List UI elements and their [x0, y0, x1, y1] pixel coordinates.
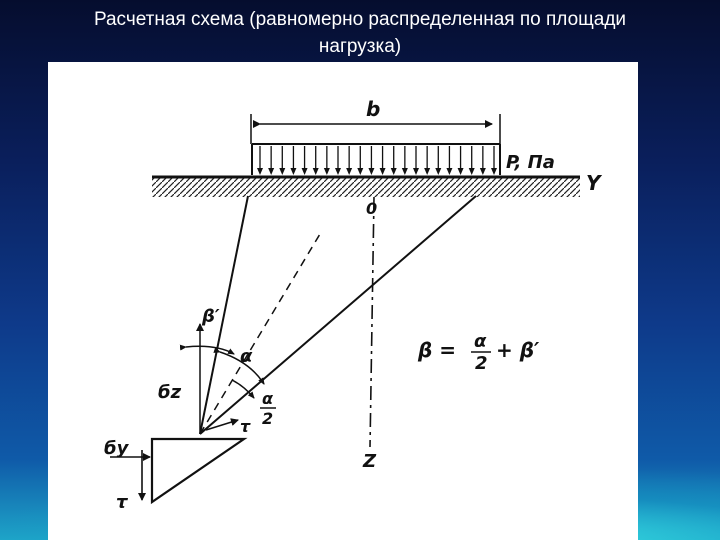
ray-left-edge [199, 195, 249, 435]
load-arrow-head [335, 168, 341, 175]
tau-arrow [205, 418, 239, 431]
load-arrow-head [279, 168, 286, 175]
distributed-load [251, 143, 501, 175]
alpha-half-numerator: α [262, 389, 274, 408]
load-arrow-head [346, 168, 353, 175]
axis-y-label: Y [586, 171, 603, 195]
load-arrow-head [257, 168, 263, 175]
formula-lhs: β = [417, 338, 456, 362]
design-scheme-diagram: b P, Па Y 0 Z β′ α α 2 бz τ бy τ [104, 97, 603, 513]
dimension-b [250, 114, 501, 144]
ground-hatching [152, 177, 580, 197]
load-arrow-head [457, 168, 464, 175]
load-arrow-head [323, 168, 330, 175]
angle-arc-beta-prime [179, 344, 235, 355]
tau-label: τ [240, 417, 251, 436]
load-arrow-head [479, 168, 486, 175]
load-arrow-head [268, 168, 275, 175]
load-arrow-head [368, 168, 375, 175]
origin-label: 0 [366, 199, 377, 218]
width-label-b: b [366, 97, 380, 121]
stress-element-triangle [150, 437, 248, 505]
load-arrows [257, 146, 497, 175]
slide-title: Расчетная схема (равномерно распределенн… [0, 6, 720, 60]
slide-title-line-2: нагрузка) [318, 36, 402, 57]
load-arrow-head [301, 168, 308, 175]
tau-left-label: τ [116, 492, 128, 513]
load-arrow-head [390, 168, 397, 175]
axis-z-label: Z [362, 451, 377, 472]
load-arrow-head [468, 168, 475, 175]
ray-bisector [199, 233, 321, 435]
beta-formula: β = α 2 + β′ [417, 331, 540, 374]
formula-denominator: 2 [475, 353, 488, 374]
load-arrow-head [379, 168, 386, 175]
load-label-p: P, Па [506, 152, 555, 173]
load-arrow-head [413, 168, 419, 175]
formula-numerator: α [474, 331, 487, 352]
alpha-half-denominator: 2 [262, 409, 273, 428]
diagram-panel: b P, Па Y 0 Z β′ α α 2 бz τ бy τ [48, 62, 638, 540]
load-arrow-head [401, 168, 408, 175]
sigma-z-label: бz [158, 382, 182, 403]
angle-arc-alpha-half [231, 379, 255, 399]
axis-z-line [369, 196, 375, 448]
formula-rhs: + β′ [496, 338, 540, 362]
sigma-y-label: бy [104, 438, 130, 459]
load-arrow-head [446, 168, 453, 175]
load-arrow-head [290, 168, 297, 175]
angle-arc-alpha [213, 347, 265, 385]
ray-right-edge [199, 195, 477, 435]
load-arrow-head [312, 168, 319, 175]
slide-title-line-1: Расчетная схема (равномерно распределенн… [93, 9, 627, 30]
load-arrow-head [435, 168, 442, 175]
load-arrow-head [424, 168, 431, 175]
alpha-label: α [240, 346, 253, 367]
beta-prime-label: β′ [201, 306, 220, 327]
load-arrow-head [357, 168, 364, 175]
load-arrow-head [491, 168, 497, 175]
